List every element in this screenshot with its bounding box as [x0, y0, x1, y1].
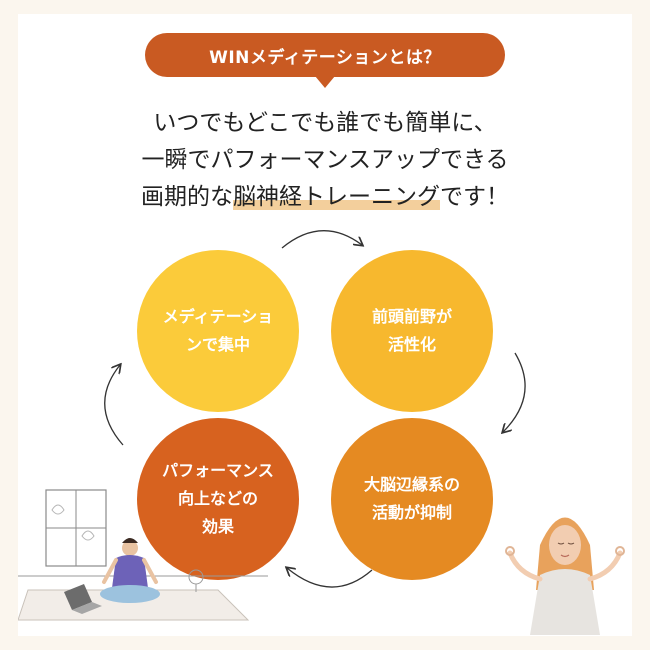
lead-line-3-suffix: です！	[440, 184, 509, 210]
lead-line-2: 一瞬でパフォーマンスアップできる	[141, 147, 509, 173]
cycle-step-concentration: メディテーションで集中	[137, 250, 299, 412]
laptop-icon	[64, 584, 92, 610]
title-badge: WINメディテーションとは？	[145, 33, 505, 88]
step-2-line-1: 前頭前野が	[371, 307, 452, 326]
lead-highlight: 脳神経トレーニング	[233, 184, 440, 210]
arrow-left	[104, 365, 124, 446]
lead-line-3: 画期的な脳神経トレーニングです！	[0, 177, 650, 211]
arrow-top	[281, 230, 362, 249]
arrow-bottom	[287, 568, 373, 588]
cycle-step-prefrontal: 前頭前野が活性化	[331, 250, 493, 412]
step-4-line-1: パフォーマンス	[162, 461, 274, 480]
step-2-line-2: 活性化	[387, 335, 436, 354]
step-3-line-1: 大脳辺縁系の	[363, 475, 460, 494]
lead-line-1: いつでもどこでも誰でも簡単に、	[153, 110, 497, 136]
lead-line-3-prefix: 画期的な	[141, 184, 233, 210]
step-3-line-2: 活動が抑制	[371, 503, 452, 522]
step-4-line-2: 向上などの	[177, 489, 258, 508]
man-head-icon	[122, 540, 138, 556]
step-1-line-2: ンで集中	[185, 335, 250, 354]
step-4-line-3: 効果	[201, 517, 234, 536]
title-text: WINメディテーションとは？	[209, 47, 441, 68]
meditating-man-illustration	[18, 489, 268, 621]
step-1-line-1: メディテーショ	[162, 307, 274, 326]
arrow-right	[503, 352, 526, 432]
cycle-step-performance: パフォーマンス向上などの効果	[137, 418, 299, 580]
content-panel	[18, 14, 632, 636]
meditating-woman-illustration	[505, 517, 625, 635]
cycle-step-limbic: 大脳辺縁系の活動が抑制	[331, 418, 493, 580]
woman-head-icon	[549, 525, 581, 565]
